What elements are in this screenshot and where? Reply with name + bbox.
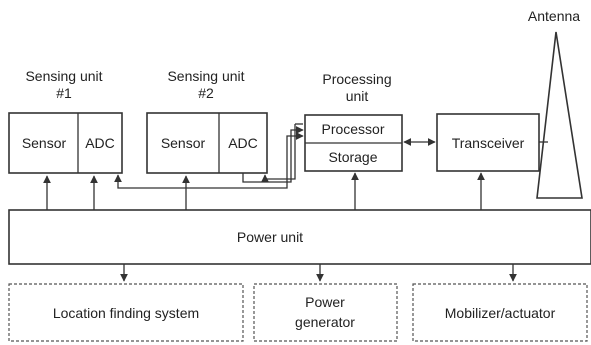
sensing-unit-1-box (8, 112, 123, 174)
sensing-unit-2: Sensing unit #2 Sensor ADC (146, 68, 268, 174)
power-generator-box (253, 283, 398, 342)
power-unit-label: Power unit (237, 229, 303, 245)
transceiver-box (436, 113, 540, 172)
antenna-shape (536, 31, 583, 199)
sensing-unit-2-number: #2 (198, 85, 214, 101)
power-generator-label-line1: Power (305, 294, 345, 310)
mobilizer-box (412, 283, 588, 342)
sensor-2-label: Sensor (161, 135, 206, 151)
sensor-1-label: Sensor (22, 135, 67, 151)
processing-unit-subtitle: unit (346, 88, 369, 104)
location-finding-box (8, 283, 244, 342)
adc-2-label: ADC (228, 135, 258, 151)
processor-to-sensing-unit-2-arrow (261, 124, 296, 183)
location-finding-label: Location finding system (53, 305, 199, 321)
sensing-unit-1-title: Sensing unit (25, 68, 102, 84)
sensing-unit-1-number: #1 (56, 85, 72, 101)
processor-label: Processor (321, 121, 384, 137)
mobilizer-label: Mobilizer/actuator (445, 305, 556, 321)
sensing-unit-2-title: Sensing unit (167, 68, 244, 84)
power-unit-box (8, 209, 591, 265)
adc-1-to-processor-arrow (114, 132, 304, 189)
processing-unit-title: Processing (322, 71, 391, 87)
adc-1-label: ADC (85, 135, 115, 151)
processing-unit: Processing unit Processor Storage (304, 71, 403, 172)
sensing-unit-1: Sensing unit #1 Sensor ADC (8, 68, 123, 174)
storage-label: Storage (328, 149, 377, 165)
antenna-label: Antenna (528, 8, 580, 24)
transceiver-label: Transceiver (452, 135, 525, 151)
power-generator-label-line2: generator (295, 314, 355, 330)
